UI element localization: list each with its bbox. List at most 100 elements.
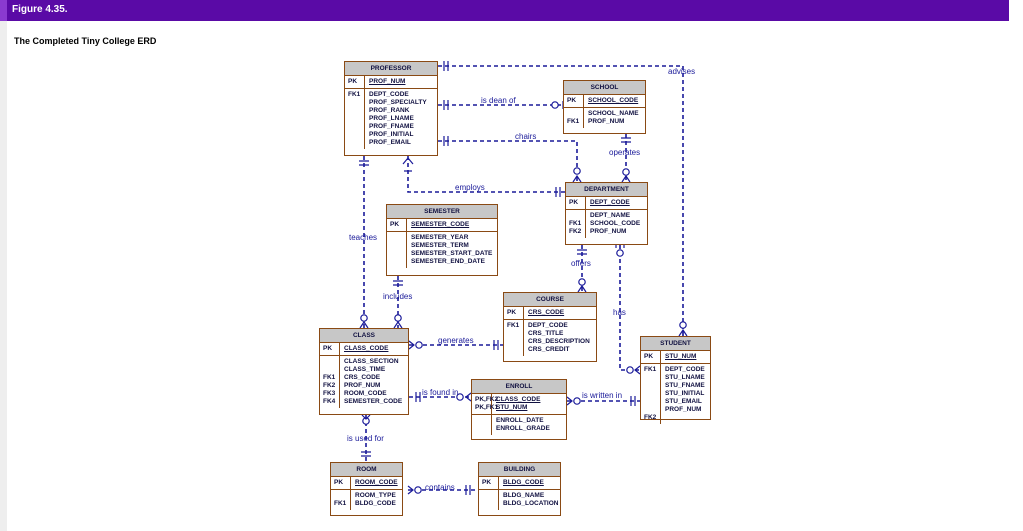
- student-key-marker: [644, 406, 660, 414]
- class-key-marker: FK1: [323, 374, 336, 381]
- class-attribute: ROOM_CODE: [344, 390, 387, 397]
- course-attr-key-column: FK1: [504, 320, 524, 356]
- rel-label-offers: offers: [571, 259, 591, 268]
- room-key-marker: PK: [334, 479, 344, 486]
- course-attribute: CRS_CODE: [528, 309, 565, 316]
- enroll-key-marker: [475, 417, 491, 425]
- enroll-key-marker: [475, 425, 491, 433]
- rel-label-generates: generates: [438, 336, 474, 345]
- course-key-marker: [507, 338, 523, 346]
- professor-key-marker: [348, 131, 364, 139]
- class-attribute: CLASS_SECTION: [344, 358, 399, 365]
- room-entity-name: ROOM: [331, 463, 402, 477]
- student-key-marker: [644, 374, 660, 382]
- semester-pk-attr-column: SEMESTER_CODE: [407, 219, 469, 231]
- student-pk-attr-column: STU_NUM: [661, 351, 696, 363]
- semester-pk-key-column: PK: [387, 219, 407, 231]
- class-pk-key-column: PK: [320, 343, 340, 355]
- rel-label-operates: operates: [609, 148, 640, 157]
- enroll-key-marker: PK,FK2: [475, 396, 499, 403]
- professor-attribute: PROF_EMAIL: [369, 139, 411, 146]
- building-pk-attr-column: BLDG_CODE: [499, 477, 544, 489]
- class-attribute: SEMESTER_CODE: [344, 398, 403, 405]
- rel-label-includes: includes: [383, 292, 412, 301]
- department-pk-attr-column: DEPT_CODE: [586, 197, 630, 209]
- student-key-marker: FK1: [644, 366, 657, 373]
- left-margin-bar: [0, 21, 7, 531]
- semester-attribute: SEMESTER_YEAR: [411, 234, 469, 241]
- course-pk-section: PK CRS_CODE: [504, 307, 596, 320]
- enroll-attr-key-column: [472, 415, 492, 435]
- department-attribute: PROF_NUM: [590, 228, 627, 235]
- building-attribute: BLDG_CODE: [503, 479, 544, 486]
- course-key-marker: FK1: [507, 322, 520, 329]
- professor-attribute: PROF_RANK: [369, 107, 410, 114]
- class-attribute: CLASS_CODE: [344, 345, 389, 352]
- semester-key-marker: PK: [390, 221, 400, 228]
- semester-key-marker: [390, 250, 406, 258]
- professor-key-marker: PK: [348, 78, 358, 85]
- room-attribute: ROOM_TYPE: [355, 492, 396, 499]
- professor-attribute: DEPT_CODE: [369, 91, 409, 98]
- professor-key-marker: [348, 123, 364, 131]
- department-key-marker: [569, 212, 585, 220]
- semester-key-marker: [390, 258, 406, 266]
- class-key-marker: PK: [323, 345, 333, 352]
- course-key-marker: [507, 346, 523, 354]
- rel-line-advises: [438, 65, 684, 336]
- building-attr-key-column: [479, 490, 499, 510]
- department-key-marker: FK1: [569, 220, 582, 227]
- student-attribute: PROF_NUM: [665, 406, 702, 413]
- rel-label-contains: contains: [425, 483, 455, 492]
- student-attribute: STU_EMAIL: [665, 398, 702, 405]
- class-key-marker: FK3: [323, 390, 336, 397]
- professor-attr-key-column: FK1: [345, 89, 365, 149]
- student-attribute: STU_NUM: [665, 353, 697, 360]
- student-attribute: STU_LNAME: [665, 374, 705, 381]
- building-entity-name: BUILDING: [479, 463, 560, 477]
- semester-key-marker: [390, 242, 406, 250]
- room-key-marker: FK1: [334, 500, 347, 507]
- figure-caption: The Completed Tiny College ERD: [14, 36, 157, 46]
- class-key-marker: FK4: [323, 398, 336, 405]
- rel-label-is-written-in: is written in: [582, 391, 622, 400]
- professor-key-marker: [348, 115, 364, 123]
- class-attribute: CRS_CODE: [344, 374, 381, 381]
- department-attribute: DEPT_CODE: [590, 199, 630, 206]
- school-key-marker: PK: [567, 97, 577, 104]
- enroll-attribute: ENROLL_GRADE: [496, 425, 550, 432]
- department-entity-name: DEPARTMENT: [566, 183, 647, 197]
- class-key-marker: FK2: [323, 382, 336, 389]
- student-key-marker: [644, 382, 660, 390]
- class-entity-name: CLASS: [320, 329, 408, 343]
- course-key-marker: PK: [507, 309, 517, 316]
- department-pk-key-column: PK: [566, 197, 586, 209]
- rel-label-employs: employs: [455, 183, 485, 192]
- room-pk-key-column: PK: [331, 477, 351, 489]
- professor-key-marker: [348, 99, 364, 107]
- rel-label-has: has: [613, 308, 626, 317]
- department-attribute: DEPT_NAME: [590, 212, 631, 219]
- class-key-marker: [323, 366, 339, 374]
- school-key-marker: FK1: [567, 118, 580, 125]
- enroll-key-marker: PK,FK1: [475, 404, 499, 411]
- rel-label-advises: advises: [668, 67, 695, 76]
